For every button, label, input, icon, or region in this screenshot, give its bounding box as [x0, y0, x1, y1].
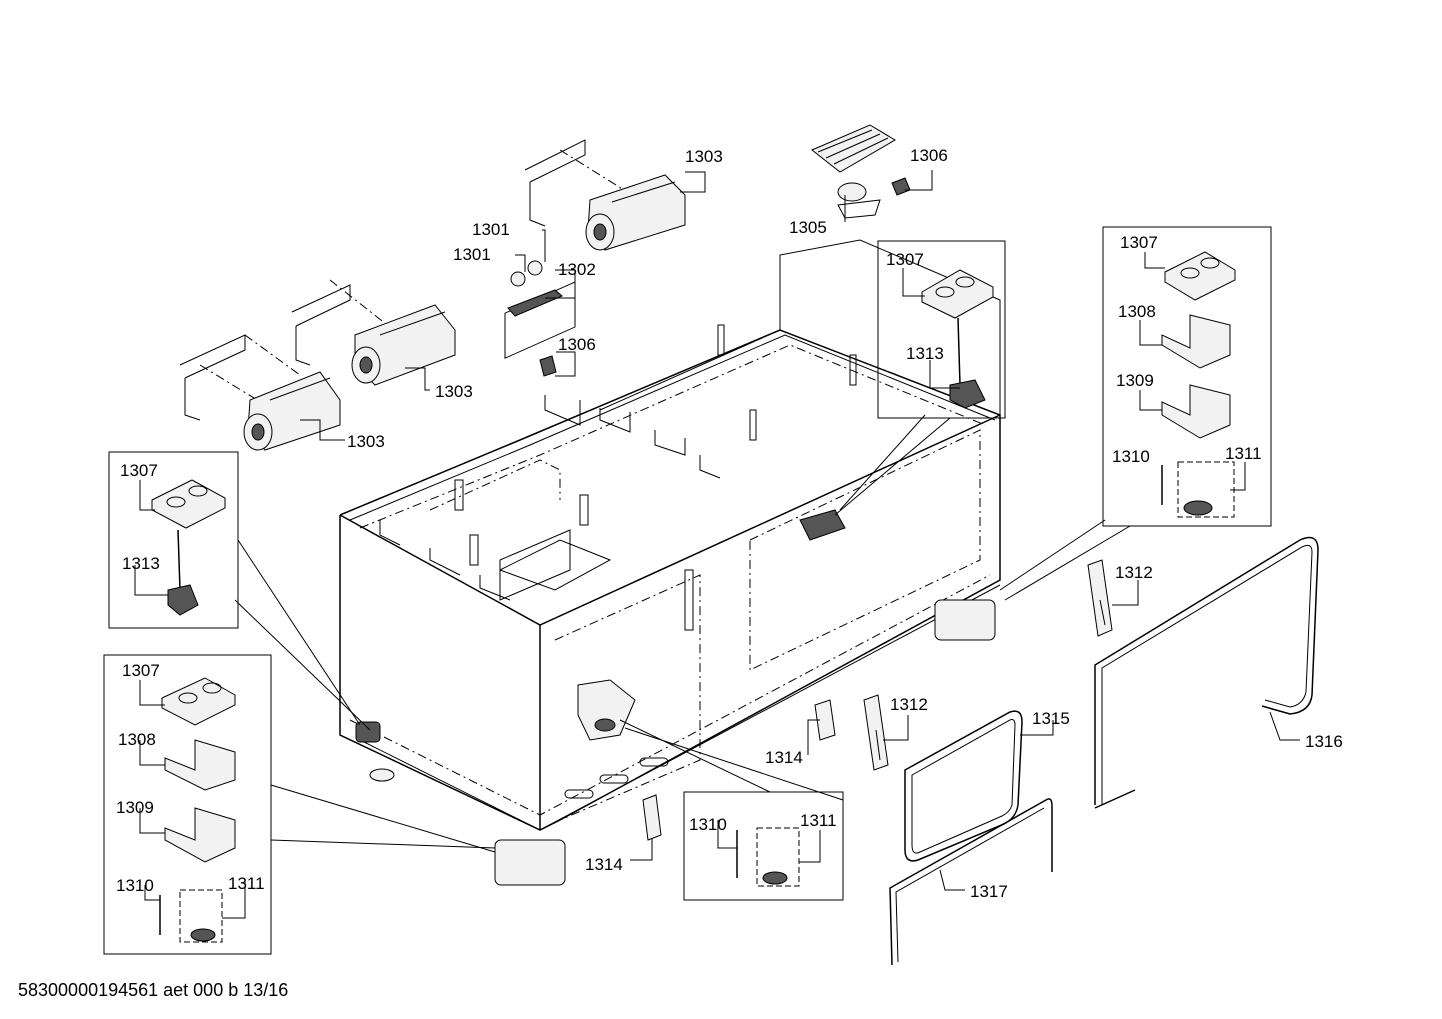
label-1313-center: 1313 — [906, 344, 944, 363]
label-1309-left: 1309 — [116, 798, 154, 817]
hinge-1312-right — [1087, 559, 1113, 637]
sensor-1306-mid — [539, 355, 557, 377]
label-1316: 1316 — [1305, 732, 1343, 751]
label-1314-center: 1314 — [765, 748, 803, 767]
label-1303-top: 1303 — [685, 147, 723, 166]
label-1301-upper: 1301 — [472, 220, 510, 239]
label-1303-lower: 1303 — [347, 432, 385, 451]
label-1309-right: 1309 — [1116, 371, 1154, 390]
rod-1316 — [1094, 536, 1319, 809]
label-1312-center: 1312 — [890, 695, 928, 714]
label-1312-right: 1312 — [1115, 563, 1153, 582]
label-1303-middle: 1303 — [435, 382, 473, 401]
chassis-frame — [339, 239, 1001, 886]
label-1307-left-lower: 1307 — [122, 661, 160, 680]
label-1310-bottom: 1310 — [689, 815, 727, 834]
fan-motor-top — [524, 139, 686, 251]
detail-box-foot-right — [999, 226, 1272, 601]
terminal-block-1302 — [507, 289, 563, 317]
label-1314-bottom: 1314 — [585, 855, 623, 874]
label-1311-left: 1311 — [228, 874, 265, 893]
label-1302: 1302 — [558, 260, 596, 279]
label-1310-right: 1310 — [1112, 447, 1150, 466]
fan-motor-left-upper — [291, 279, 456, 386]
label-1307-center: 1307 — [886, 250, 924, 269]
label-1307-right: 1307 — [1120, 233, 1158, 252]
door-gasket-1315 — [904, 710, 1023, 862]
label-1310-left: 1310 — [116, 876, 154, 895]
leader-lines — [134, 170, 1300, 919]
label-1301-lower: 1301 — [453, 245, 491, 264]
hinge-1314-bottom — [642, 794, 662, 841]
hinge-1314-center — [814, 699, 836, 741]
rod-1317 — [889, 798, 1053, 966]
document-footer-id: 58300000194561 aet 000 b 13/16 — [18, 980, 289, 1000]
label-1311-bottom: 1311 — [800, 811, 837, 830]
detail-box-foot-center — [834, 240, 1006, 516]
vent-cover-1305 — [811, 124, 896, 219]
label-1308-right: 1308 — [1118, 302, 1156, 321]
label-1313-left: 1313 — [122, 554, 160, 573]
detail-box-foot-bottom — [619, 719, 844, 901]
detail-box-foot-left-upper — [108, 451, 371, 731]
label-1308-left: 1308 — [118, 730, 156, 749]
part-labels: 1303 1303 1303 1301 1301 1302 1305 1306 … — [116, 146, 1343, 901]
switches-1301 — [510, 260, 543, 287]
label-1306-middle: 1306 — [558, 335, 596, 354]
label-1317: 1317 — [970, 882, 1008, 901]
label-1305: 1305 — [789, 218, 827, 237]
label-1307-left-upper: 1307 — [120, 461, 158, 480]
fan-motor-left-lower — [179, 334, 341, 451]
label-1315: 1315 — [1032, 709, 1070, 728]
label-1311-right: 1311 — [1225, 444, 1262, 463]
hinge-1312-center — [863, 694, 889, 771]
sensor-1306-top — [891, 177, 911, 196]
detail-box-foot-left-lower — [103, 654, 496, 955]
label-1306-top: 1306 — [910, 146, 948, 165]
